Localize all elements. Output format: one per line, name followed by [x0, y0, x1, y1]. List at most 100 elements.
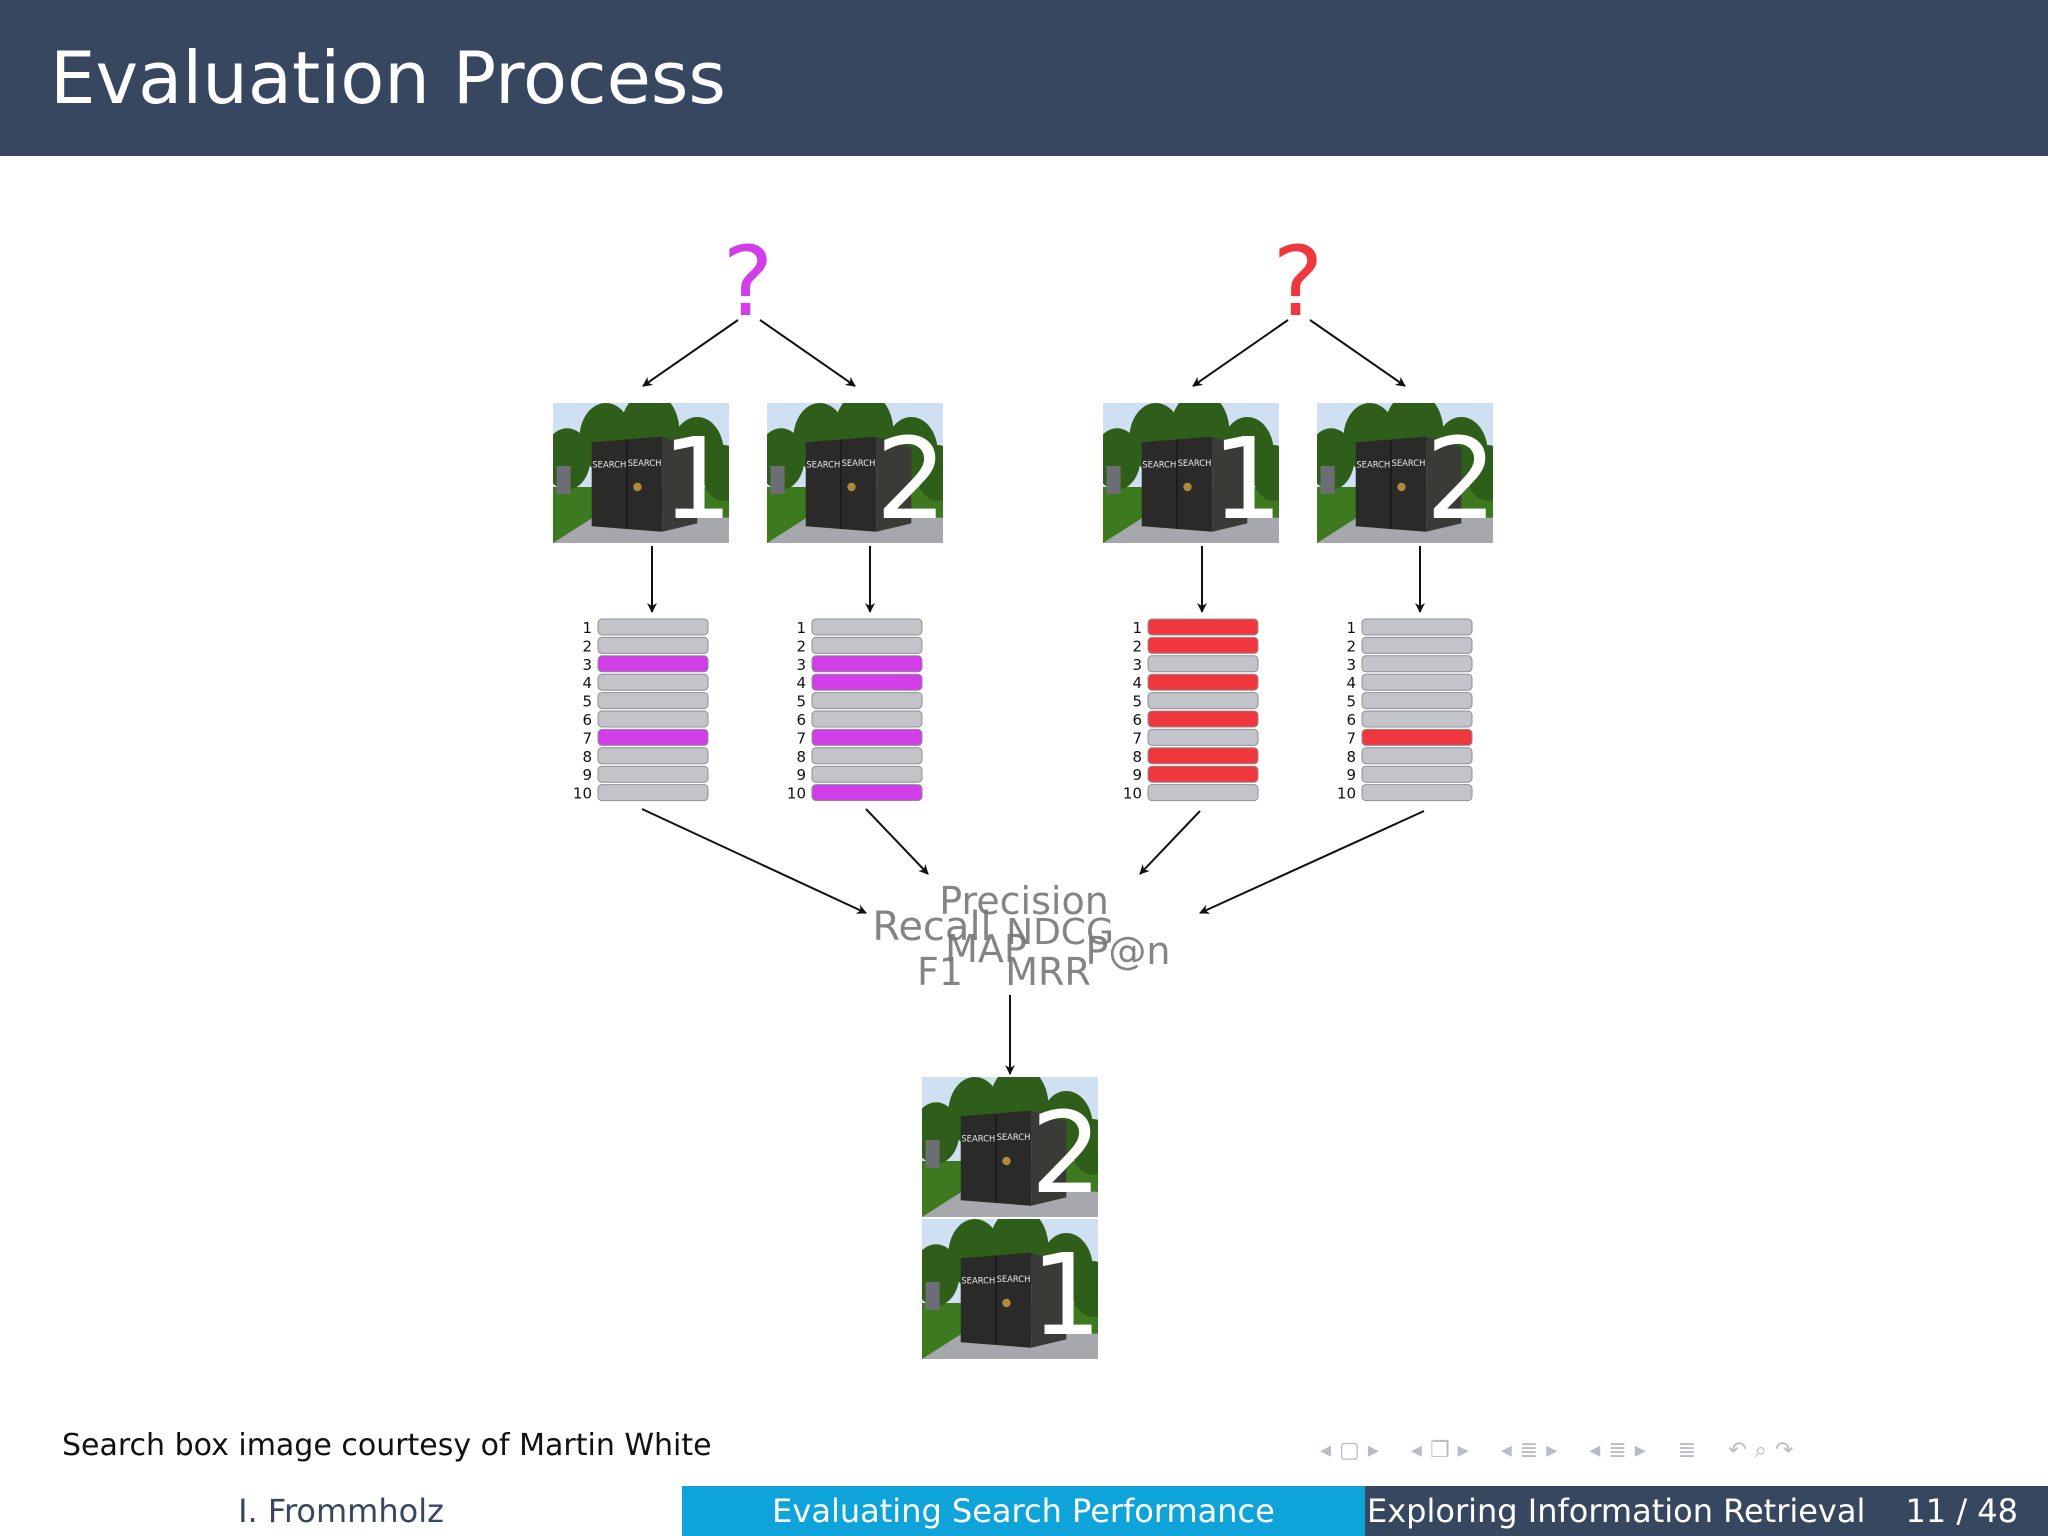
- tree: [1071, 1261, 1098, 1317]
- bench: [556, 466, 571, 494]
- arrow: [865, 808, 929, 875]
- rank-label: 8: [1346, 748, 1356, 766]
- box-lock: [1183, 482, 1192, 492]
- system-number-label: 1: [1212, 415, 1283, 545]
- relevant-result-bar: [811, 784, 923, 802]
- box-sign-left: SEARCH: [1356, 459, 1390, 469]
- relevant-result-bar: [1147, 747, 1259, 765]
- subsection-icon[interactable]: ❐: [1429, 1438, 1450, 1463]
- box-sign-right: SEARCH: [1392, 458, 1426, 468]
- arrow: [641, 808, 867, 914]
- system-number-label: 2: [1031, 1089, 1102, 1219]
- result-bar: [1147, 655, 1259, 673]
- relevant-result-bar: [1147, 710, 1259, 728]
- result-bar: [811, 765, 923, 783]
- result-bar: [811, 636, 923, 654]
- result-lists: 1234567891012345678910123456789101234567…: [573, 618, 1473, 803]
- relevant-result-bar: [597, 655, 709, 673]
- box-side: [1212, 436, 1248, 532]
- rank-label: 6: [1132, 711, 1142, 729]
- metric-recall: Recall: [872, 904, 991, 950]
- slide-title: Evaluation Process: [50, 36, 726, 120]
- box-sign-right: SEARCH: [997, 1274, 1031, 1284]
- rank-label: 4: [582, 674, 592, 692]
- presentation-prev-icon[interactable]: ◂: [1589, 1438, 1601, 1463]
- result-bar: [1147, 728, 1259, 746]
- result-bar: [597, 710, 709, 728]
- rank-label: 6: [1346, 711, 1356, 729]
- rank-label: 1: [582, 619, 592, 637]
- box-sign-left: SEARCH: [961, 1133, 995, 1143]
- relevant-result-bar: [1147, 765, 1259, 783]
- rank-label: 2: [796, 637, 806, 655]
- metric-ndcg: NDCG: [1006, 912, 1114, 953]
- rank-label: 6: [796, 711, 806, 729]
- rank-label: 7: [1346, 729, 1356, 747]
- frame-prev-icon[interactable]: ◂: [1320, 1438, 1332, 1463]
- rank-label: 6: [582, 711, 592, 729]
- result-bar: [1361, 765, 1473, 783]
- section-prev-icon[interactable]: ◂: [1500, 1438, 1512, 1463]
- forward-icon[interactable]: ↷: [1774, 1438, 1794, 1463]
- box-lock: [1002, 1156, 1011, 1166]
- relevant-result-bar: [811, 728, 923, 746]
- subsection-prev-icon[interactable]: ◂: [1410, 1438, 1422, 1463]
- arrow: [642, 319, 739, 387]
- rank-label: 9: [796, 766, 806, 784]
- metric-pn: P@n: [1086, 929, 1171, 973]
- arrows: [641, 319, 1425, 1075]
- toc-icon[interactable]: ≣: [1677, 1438, 1697, 1463]
- search-icon[interactable]: ⌕: [1754, 1438, 1767, 1463]
- subsection-next-icon[interactable]: ▸: [1457, 1438, 1469, 1463]
- result-bar: [1147, 784, 1259, 802]
- result-bar: [1147, 692, 1259, 710]
- result-bar: [597, 618, 709, 636]
- queries: ??: [723, 226, 1324, 338]
- system-number-label: 1: [662, 415, 733, 545]
- tree: [1466, 445, 1493, 501]
- metric-mrr: MRR: [1005, 950, 1091, 994]
- frame-icon[interactable]: ▢: [1339, 1438, 1360, 1463]
- tree: [702, 445, 729, 501]
- frame-next-icon[interactable]: ▸: [1367, 1438, 1379, 1463]
- rank-label: 3: [1346, 656, 1356, 674]
- rank-label: 8: [582, 748, 592, 766]
- result-bar: [597, 673, 709, 691]
- system-number-label: 2: [876, 415, 947, 545]
- rank-label: 8: [1132, 748, 1142, 766]
- section-icon[interactable]: ≣: [1519, 1438, 1539, 1463]
- rank-label: 9: [1346, 766, 1356, 784]
- footer-course: Exploring Information Retrieval 11 / 48: [1365, 1486, 2048, 1536]
- relevant-result-bar: [1147, 673, 1259, 691]
- box-sign-right: SEARCH: [628, 458, 662, 468]
- rank-label: 5: [1132, 693, 1142, 711]
- section-next-icon[interactable]: ▸: [1546, 1438, 1558, 1463]
- relevant-result-bar: [811, 655, 923, 673]
- query-mark-1: ?: [723, 226, 774, 338]
- presentation-next-icon[interactable]: ▸: [1634, 1438, 1646, 1463]
- system-number-label: 1: [1031, 1231, 1102, 1361]
- rank-label: 3: [796, 656, 806, 674]
- result-bar: [597, 636, 709, 654]
- box-lock: [847, 482, 856, 492]
- beamer-navigation: ◂ ▢ ▸ ◂ ❐ ▸ ◂ ≣ ▸ ◂ ≣ ▸ ≣ ↶ ⌕ ↷: [1320, 1438, 1819, 1463]
- box-lock: [1397, 482, 1406, 492]
- result-bar: [1361, 655, 1473, 673]
- rank-label: 4: [796, 674, 806, 692]
- presentation-icon[interactable]: ≣: [1608, 1438, 1627, 1463]
- result-bar: [1361, 618, 1473, 636]
- box-sign-left: SEARCH: [592, 459, 626, 469]
- rank-label: 1: [1132, 619, 1142, 637]
- arrow: [1139, 810, 1201, 875]
- result-bar: [1361, 784, 1473, 802]
- rank-label: 1: [796, 619, 806, 637]
- back-icon[interactable]: ↶: [1728, 1438, 1747, 1463]
